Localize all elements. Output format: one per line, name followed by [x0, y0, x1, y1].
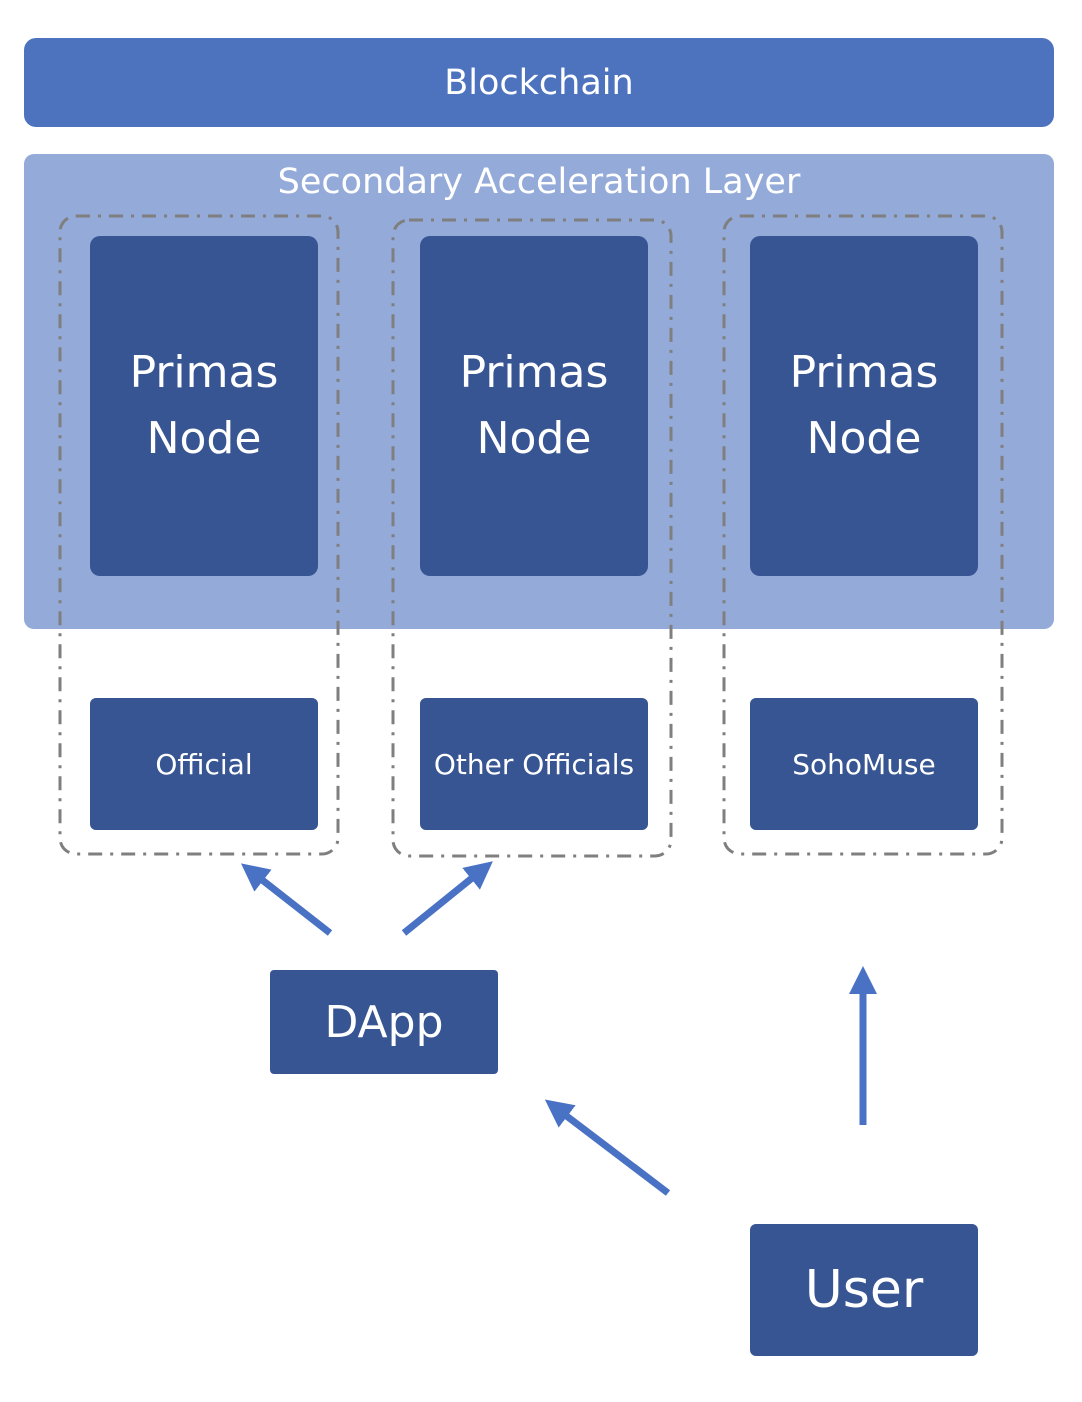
official-box: Official	[90, 698, 318, 830]
group-outline-official	[58, 214, 340, 856]
arrow-user-to-dapp	[544, 1099, 671, 1196]
blockchain-bar: Blockchain	[24, 38, 1054, 127]
primas-node-1: Primas Node	[90, 236, 318, 576]
primas-node-label: Primas	[789, 347, 939, 398]
dapp-label: DApp	[324, 996, 444, 1048]
primas-node-2: Primas Node	[420, 236, 648, 576]
user-label: User	[804, 1260, 924, 1320]
primas-node-label: Node	[476, 413, 592, 464]
other-officials-box: Other Officials	[420, 698, 648, 830]
user-box: User	[750, 1224, 978, 1356]
sohomuse-box: SohoMuse	[750, 698, 978, 830]
primas-node-label: Node	[146, 413, 262, 464]
other-officials-label: Other Officials	[433, 747, 635, 781]
arrow-dapp-to-official	[240, 863, 333, 936]
primas-node-label: Primas	[459, 347, 609, 398]
primas-node-label: Node	[806, 413, 922, 464]
official-label: Official	[155, 747, 253, 781]
arrow-dapp-to-other-officials	[401, 861, 493, 936]
dapp-box: DApp	[270, 970, 498, 1074]
primas-node-3: Primas Node	[750, 236, 978, 576]
blockchain-label: Blockchain	[444, 62, 634, 103]
primas-node-label: Primas	[129, 347, 279, 398]
acceleration-layer-title: Secondary Acceleration Layer	[277, 162, 801, 202]
group-outline-other-officials	[391, 218, 673, 858]
sohomuse-label: SohoMuse	[792, 747, 936, 781]
group-outline-sohomuse	[722, 214, 1004, 856]
